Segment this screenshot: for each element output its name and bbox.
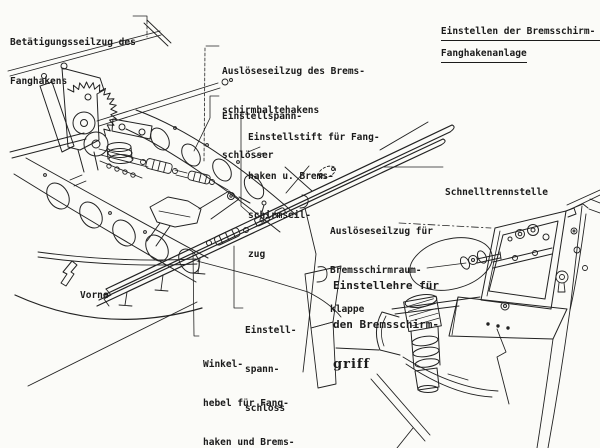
label-einstellehre: Einstellehre für den Bremsschirm- griff <box>333 279 439 372</box>
label-einstellspannschloss: Einstell- spann- schloss <box>245 325 297 414</box>
bolt <box>60 62 68 70</box>
side-panel <box>304 265 380 389</box>
page-title: Einstellen der Bremsschirm- und Fanghake… <box>418 12 600 82</box>
flap-release-cable <box>299 194 317 373</box>
bellcrank <box>146 190 251 247</box>
break-line <box>496 328 510 405</box>
lightening-hole <box>243 174 265 200</box>
lightening-hole <box>181 143 201 167</box>
lightening-hole <box>46 182 70 210</box>
cockpit-wall <box>555 189 600 311</box>
pulley <box>72 111 96 135</box>
label-einstellstift: Einstellstift für Fang- haken u. Brems- … <box>248 132 380 260</box>
parachute-grip <box>376 293 442 393</box>
gear-sector <box>67 81 118 137</box>
detail-loop <box>409 237 493 291</box>
guide-rail <box>96 121 455 307</box>
page-title-line1: Einstellen der Bremsschirm- und <box>440 25 600 41</box>
label-vorne: Vorne <box>80 290 109 301</box>
page-title-line2: Fanghakenanlage <box>440 47 527 63</box>
lightening-hole <box>112 219 136 247</box>
cables-turnbuckles <box>98 148 313 194</box>
label-schnelltrennstelle: Schnelltrennstelle <box>445 187 548 198</box>
vorne-arrow-icon <box>60 260 78 287</box>
pulley <box>83 131 109 157</box>
adjusting-pin <box>254 200 286 227</box>
gauge-frame <box>480 207 577 310</box>
lightening-hole <box>212 158 232 182</box>
label-ausloeseseilzug-haltehaken: Auslöseseilzug des Brems- schirmhaltehak… <box>222 66 365 116</box>
frame-band-front <box>13 157 209 283</box>
inset-detail <box>304 189 600 448</box>
label-ausloeseseilzug-raumklappe: Auslöseseilzug für Bremsschirmraum- klap… <box>330 226 433 315</box>
lightening-hole <box>150 127 170 151</box>
lightening-hole <box>79 201 103 229</box>
label-winkelhebel: Winkel- hebel für Fang- haken und Brems-… <box>203 359 295 448</box>
label-einstellspannschloesser: Einstellspann- schlösser <box>222 111 303 161</box>
longeron-beams <box>7 19 172 77</box>
rail-turnbuckle <box>214 227 241 246</box>
quick-disconnect <box>318 165 336 179</box>
keyhole <box>555 270 569 284</box>
turnbuckle <box>145 158 173 174</box>
bolt <box>84 93 92 101</box>
lightening-hole <box>178 248 200 274</box>
strut <box>370 373 431 448</box>
bolt <box>41 73 47 79</box>
fuselage-outlines <box>14 251 342 387</box>
label-betaetigungsseilzug: Betätigungsseilzug des Fanghakens <box>10 37 136 87</box>
release-cable-upper <box>96 78 233 127</box>
leader-lines <box>132 15 492 337</box>
wing-nut <box>459 250 502 270</box>
hook-mechanism <box>9 62 153 173</box>
